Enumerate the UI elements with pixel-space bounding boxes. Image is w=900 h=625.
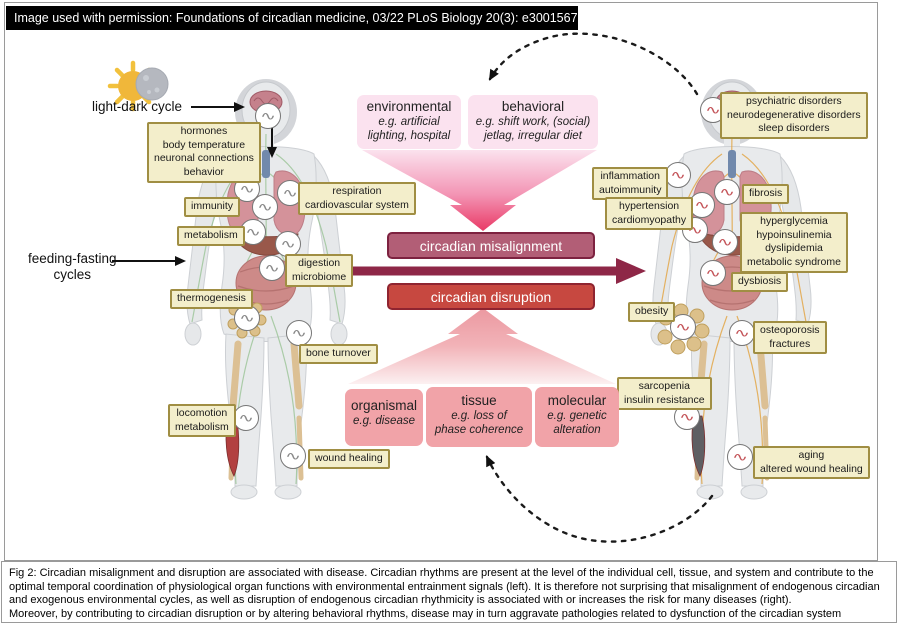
disrupted-clock-thymus-icon: ∿: [665, 162, 691, 188]
label-bone-turnover: bone turnover: [299, 344, 378, 364]
clock-muscle-icon: ∿: [233, 405, 259, 431]
clock-bone-icon: ∿: [286, 320, 312, 346]
label-metabolism: metabolism: [177, 226, 245, 246]
disrupted-clock-heart-icon: ∿: [689, 192, 715, 218]
label-thermogenesis: thermogenesis: [170, 289, 253, 309]
molecular-title: molecular: [547, 393, 607, 408]
levels-funnel-arrow: [348, 308, 616, 384]
clock-heart-icon: ∿: [252, 194, 278, 220]
environmental-title: environmental: [366, 99, 452, 114]
disease-to-tissue-feedback-arc: [485, 455, 714, 543]
behavioral-example: e.g. shift work, (social) jetlag, irregu…: [475, 116, 591, 143]
tissue-box: tissue e.g. loss of phase coherence: [426, 387, 532, 447]
disease-to-behavior-feedback-arc: [488, 32, 699, 96]
label-immunity: immunity: [184, 197, 241, 217]
caption-moreover: Moreover, by contributing to circadian d…: [9, 607, 842, 620]
label-osteoporosis: osteoporosis fractures: [753, 321, 827, 355]
diagram-graphics: [107, 32, 900, 543]
misalignment-to-disease-arrow: [353, 258, 646, 284]
label-inflammation: inflammation autoimmunity: [592, 167, 669, 201]
organismal-box: organismal e.g. disease: [345, 389, 423, 446]
tissue-title: tissue: [461, 393, 497, 408]
label-obesity: obesity: [628, 302, 676, 322]
tissue-example: e.g. loss of phase coherence: [434, 410, 524, 437]
environmental-example: e.g. artificial lighting, hospital: [367, 116, 451, 143]
permission-banner: Image used with permission: Foundations …: [6, 6, 578, 30]
label-respiration: respiration cardiovascular system: [298, 182, 416, 216]
label-digestion: digestion microbiome: [285, 254, 354, 288]
causes-funnel-arrow: [362, 150, 597, 231]
label-aging: aging altered wound healing: [753, 446, 870, 480]
organismal-example: e.g. disease: [352, 415, 415, 427]
clock-gut-icon: ∿: [259, 255, 285, 281]
organismal-title: organismal: [350, 398, 418, 413]
label-dysbiosis: dysbiosis: [731, 272, 789, 292]
disrupted-clock-bone-icon: ∿: [729, 320, 755, 346]
label-hypertension: hypertension cardiomyopathy: [605, 197, 694, 231]
label-fibrosis: fibrosis: [742, 184, 790, 204]
environmental-box: environmental e.g. artificial lighting, …: [357, 95, 461, 149]
behavioral-box: behavioral e.g. shift work, (social) jet…: [468, 95, 598, 149]
label-brain-functions: hormones body temperature neuronal conne…: [147, 122, 261, 183]
feeding-fasting-label: feeding-fasting cycles: [28, 251, 117, 282]
label-locomotion: locomotion metabolism: [168, 404, 236, 438]
behavioral-title: behavioral: [501, 99, 565, 114]
clock-adipose-icon: ∿: [234, 305, 260, 331]
molecular-box: molecular e.g. genetic alteration: [535, 387, 619, 447]
label-neuro-disorders: psychiatric disorders neurodegenerative …: [720, 92, 868, 139]
clock-skin-icon: ∿: [280, 443, 306, 469]
disrupted-clock-pancreas-icon: ∿: [712, 229, 738, 255]
clock-stomach-icon: ∿: [275, 231, 301, 257]
figure-caption: Fig 2: Circadian misalignment and disrup…: [1, 561, 897, 623]
disrupted-clock-lung-icon: ∿: [714, 179, 740, 205]
molecular-example: e.g. genetic alteration: [547, 410, 607, 437]
light-dark-cycle-label: light-dark cycle: [92, 99, 183, 114]
label-wound-healing: wound healing: [308, 449, 390, 469]
caption-main: Fig 2: Circadian misalignment and disrup…: [9, 567, 880, 606]
label-sarcopenia: sarcopenia insulin resistance: [617, 377, 712, 411]
sun-moon-icon: [107, 60, 169, 112]
label-metabolic-syndrome: hyperglycemia hypoinsulinemia dyslipidem…: [740, 212, 848, 273]
disrupted-clock-skin-icon: ∿: [727, 444, 753, 470]
disrupted-clock-gut-icon: ∿: [700, 260, 726, 286]
circadian-misalignment-box: circadian misalignment: [387, 232, 595, 259]
circadian-disruption-box: circadian disruption: [387, 283, 595, 310]
